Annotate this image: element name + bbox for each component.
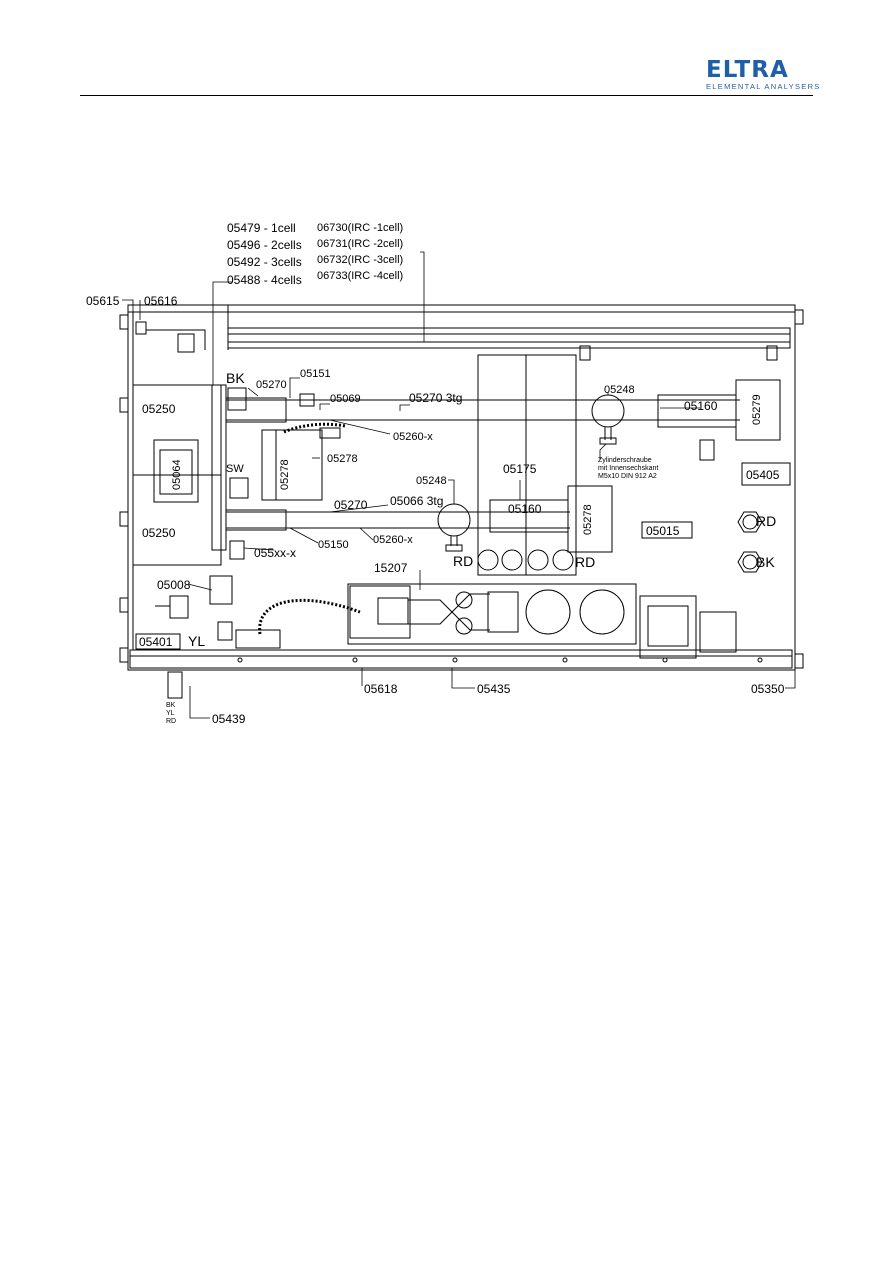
label-05401: 05401 <box>139 635 173 649</box>
label-irc-4: 06733(IRC -4cell) <box>317 270 403 282</box>
label-small-bk: BK <box>166 702 176 709</box>
brand-name: ELTRA <box>706 57 789 83</box>
label-cell-4: 05488 - 4cells <box>227 273 302 287</box>
label-screw-1: Zylinderschraube <box>598 457 652 464</box>
leader-lines <box>122 251 796 719</box>
label-05250-a: 05250 <box>142 402 176 416</box>
label-05064: 05064 <box>171 459 183 490</box>
label-rd-mid-1: RD <box>453 553 473 569</box>
label-irc-3: 06732(IRC -3cell) <box>317 254 403 266</box>
label-cell-1: 05479 - 1cell <box>227 221 296 235</box>
label-bk-top: BK <box>226 370 245 386</box>
label-cell-2: 05496 - 2cells <box>227 238 302 252</box>
label-rd-mid-2: RD <box>575 554 595 570</box>
label-15207: 15207 <box>374 561 408 575</box>
label-05248-a: 05248 <box>604 384 635 396</box>
label-irc-2: 06731(IRC -2cell) <box>317 238 403 250</box>
label-05260x-a: 05260-x <box>393 431 433 443</box>
label-05150: 05150 <box>318 539 349 551</box>
label-rd-right: RD <box>756 513 776 529</box>
label-05175: 05175 <box>503 462 537 476</box>
label-small-rd: RD <box>166 718 176 725</box>
label-05270-b: 05270 <box>334 498 368 512</box>
label-05008: 05008 <box>157 578 191 592</box>
label-05270-a: 05270 <box>256 379 287 391</box>
label-05435: 05435 <box>477 682 511 696</box>
label-05270-3tg: 05270 3tg <box>409 391 462 405</box>
label-yl: YL <box>188 633 205 649</box>
label-sw: SW <box>226 463 244 475</box>
label-05279: 05279 <box>751 394 763 425</box>
label-05616: 05616 <box>144 294 178 308</box>
label-05260x-b: 05260-x <box>373 534 413 546</box>
header-rule <box>80 95 813 96</box>
label-05439: 05439 <box>212 712 246 726</box>
label-05069: 05069 <box>330 393 361 405</box>
label-small-yl: YL <box>166 710 175 717</box>
label-05066-3tg: 05066 3tg <box>390 494 443 508</box>
label-05015: 05015 <box>646 524 680 538</box>
part-labels: 05479 - 1cell 05496 - 2cells 05492 - 3ce… <box>86 221 785 726</box>
label-05151: 05151 <box>300 368 331 380</box>
label-05618: 05618 <box>364 682 398 696</box>
label-screw-3: M5x10 DIN 912 A2 <box>598 473 657 480</box>
label-05160-b: 05160 <box>508 502 542 516</box>
housing-outline <box>119 304 804 699</box>
label-05278-b: 05278 <box>327 453 358 465</box>
label-055xx: 055xx-x <box>254 546 296 560</box>
label-irc-1: 06730(IRC -1cell) <box>317 222 403 234</box>
label-05615: 05615 <box>86 294 120 308</box>
label-05405: 05405 <box>746 468 780 482</box>
label-05350: 05350 <box>751 682 785 696</box>
label-screw-2: mit Innensechskant <box>598 465 658 472</box>
label-05278-c: 05278 <box>582 504 594 535</box>
eltra-logo: ELTRA ELEMENTAL ANALYSERS <box>706 57 819 94</box>
label-05160-a: 05160 <box>684 399 718 413</box>
label-bk-right: BK <box>756 554 775 570</box>
label-cell-3: 05492 - 3cells <box>227 255 302 269</box>
label-05278-a: 05278 <box>279 459 291 490</box>
brand-tagline: ELEMENTAL ANALYSERS <box>706 82 821 91</box>
label-05250-b: 05250 <box>142 526 176 540</box>
label-05248-b: 05248 <box>416 475 447 487</box>
